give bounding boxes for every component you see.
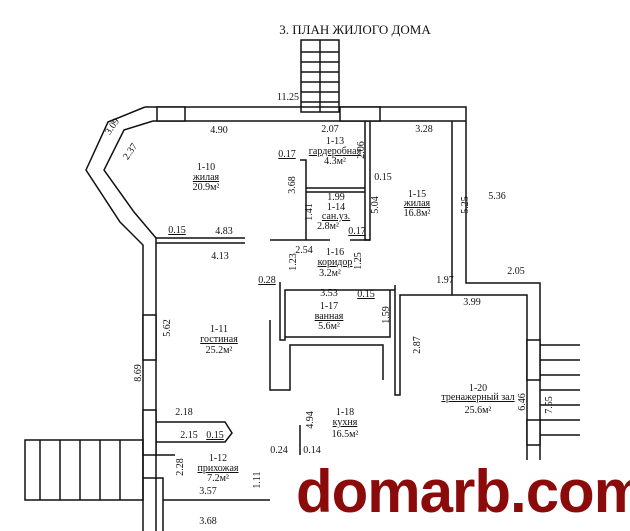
dimension: 3.99	[463, 297, 481, 308]
dimension: 3.68	[199, 516, 217, 527]
dimension: 5.04	[370, 196, 381, 214]
dimension: 3.57	[199, 486, 217, 497]
room-area: 3.2м²	[319, 268, 341, 279]
room-id: 1-15	[407, 189, 427, 200]
dimension: 0.28	[258, 275, 276, 286]
room-name: кухня	[332, 417, 358, 428]
dimension: 0.24	[270, 445, 288, 456]
room-id: 1-10	[196, 162, 216, 173]
room-id: 1-20	[468, 383, 488, 394]
dimension: 2.07	[321, 124, 339, 135]
dimension: 8.69	[133, 364, 144, 382]
room-name: коридор	[317, 257, 353, 268]
dimension: 0.15	[206, 430, 224, 441]
dimension: 0.14	[303, 445, 321, 456]
stairs-left	[24, 439, 144, 501]
stairs-top	[300, 39, 340, 113]
room-id: 1-11	[210, 324, 228, 335]
dimension: 1.25	[353, 252, 364, 270]
dimension: 2.15	[180, 430, 198, 441]
room-id: 1-18	[335, 407, 355, 418]
dimension: 1.97	[436, 275, 454, 286]
dimension: 3.28	[415, 124, 433, 135]
dimension: 0.17	[278, 149, 296, 160]
room-id: 1-12	[208, 453, 228, 464]
dimension: 1.11	[252, 471, 263, 489]
dimension: 1.23	[288, 253, 299, 271]
room-name: сан.уз.	[321, 211, 351, 222]
dimension: 5.62	[162, 319, 173, 337]
room-id: 1-16	[325, 247, 345, 258]
dimension: 2.18	[175, 407, 193, 418]
room-area: 25.6м²	[464, 405, 492, 416]
room-area: 20.9м²	[192, 182, 220, 193]
room-name: тренажерный зал	[441, 392, 515, 403]
room-area: 16.8м²	[403, 208, 431, 219]
room-area: 4.3м²	[324, 156, 346, 167]
watermark: domarb.com	[290, 460, 630, 531]
dimension: 4.13	[211, 251, 229, 262]
dimension: 4.90	[210, 125, 228, 136]
stairs-right	[540, 344, 580, 436]
room-area: 5.6м²	[318, 321, 340, 332]
dimension: 3.68	[287, 176, 298, 194]
dimension: 4.83	[215, 226, 233, 237]
watermark-text: domarb.com	[296, 458, 630, 525]
dimension: 0.15	[168, 225, 186, 236]
plan-title: 3. ПЛАН ЖИЛОГО ДОМА	[279, 22, 431, 37]
dimension: 7.55	[544, 396, 555, 414]
dimension: 11.25	[276, 92, 300, 103]
room-area: 7.2м²	[207, 473, 229, 484]
dimension: 5.36	[488, 191, 506, 202]
room-area: 16.5м²	[331, 429, 359, 440]
dimension: 3.53	[320, 288, 338, 299]
dimension: 1.41	[304, 203, 315, 221]
dimension: 0.15	[357, 289, 375, 300]
room-name: прихожая	[197, 463, 239, 474]
dimension: 2.05	[507, 266, 525, 277]
dimension: 6.46	[517, 393, 528, 411]
room-name: жилая	[403, 198, 431, 209]
dimension: 2.54	[295, 245, 313, 256]
room-name: гардеробная	[308, 146, 362, 157]
room-area: 25.2м²	[205, 345, 233, 356]
dimension: 0.15	[374, 172, 392, 183]
room-name: ванная	[314, 311, 344, 322]
dimension: 5.25	[460, 196, 471, 214]
room-area: 2.8м²	[317, 221, 339, 232]
dimension: 4.94	[305, 411, 316, 429]
dimension: 1.59	[381, 306, 392, 324]
dimension: 2.87	[412, 336, 423, 354]
room-id: 1-17	[319, 301, 339, 312]
room-id: 1-14	[326, 202, 346, 213]
dimension: 1.99	[327, 192, 345, 203]
dimension: 2.06	[356, 141, 367, 159]
room-name: гостиная	[200, 334, 238, 345]
room-id: 1-13	[325, 136, 345, 147]
dimension: 2.28	[175, 458, 186, 476]
dimension: 0.17	[348, 226, 366, 237]
room-name: жилая	[192, 172, 220, 183]
